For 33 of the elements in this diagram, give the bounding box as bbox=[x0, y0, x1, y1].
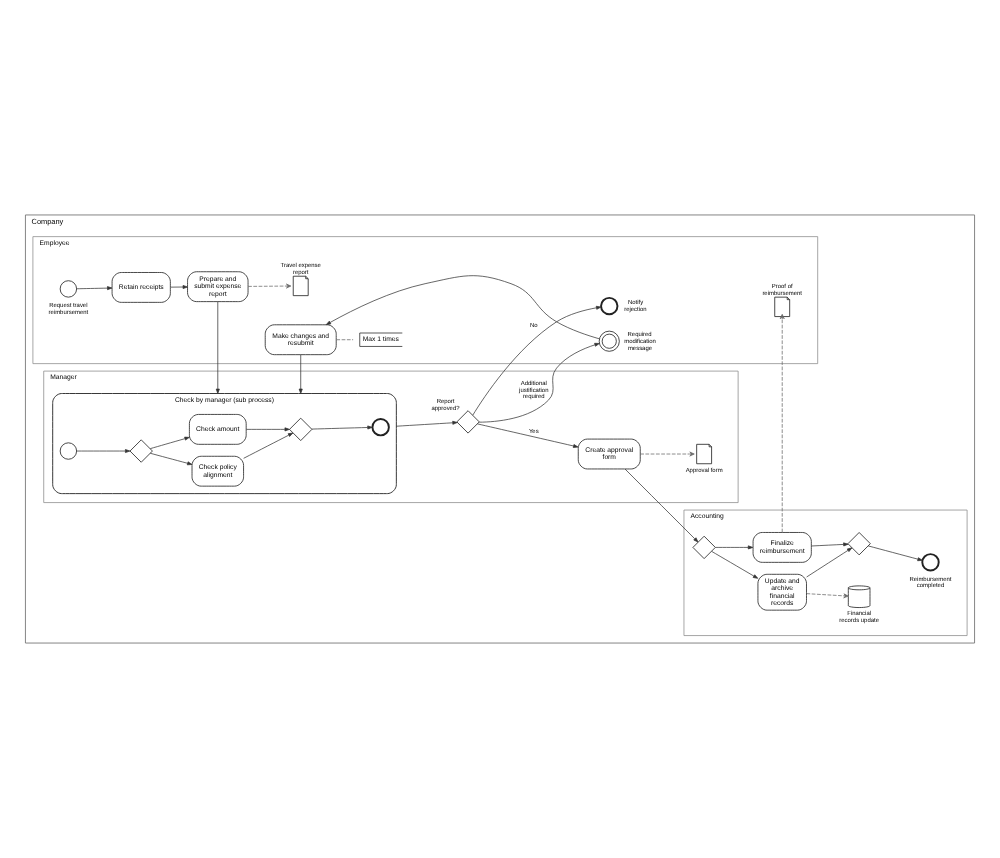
arrow bbox=[639, 451, 695, 457]
arrow bbox=[149, 452, 193, 466]
arrow bbox=[149, 436, 190, 449]
arrow bbox=[215, 301, 220, 394]
arrow bbox=[715, 545, 754, 550]
arrow bbox=[779, 313, 785, 533]
arrow bbox=[245, 427, 290, 432]
arrow bbox=[624, 468, 699, 543]
arrow bbox=[247, 283, 292, 289]
arrow bbox=[170, 285, 188, 289]
node-circle bbox=[371, 417, 390, 437]
arrow bbox=[478, 342, 600, 423]
arrow bbox=[76, 449, 131, 453]
arrow bbox=[806, 593, 849, 599]
arrow bbox=[243, 432, 294, 459]
arrow bbox=[311, 425, 373, 430]
node-circle bbox=[59, 442, 77, 460]
node-diamond bbox=[456, 410, 480, 434]
arrow bbox=[325, 275, 600, 340]
arrow bbox=[811, 542, 849, 547]
arrow bbox=[867, 545, 923, 562]
arrow bbox=[395, 420, 458, 427]
node-circle bbox=[921, 553, 940, 572]
connector bbox=[335, 339, 354, 341]
node-circle bbox=[600, 296, 619, 316]
arrow bbox=[476, 423, 579, 448]
node-diamond bbox=[129, 439, 153, 463]
arrow bbox=[806, 547, 853, 578]
arrow bbox=[711, 551, 759, 579]
arrow bbox=[298, 354, 303, 394]
arrow bbox=[472, 305, 602, 416]
node-circle bbox=[59, 280, 77, 298]
arrow bbox=[76, 286, 113, 291]
